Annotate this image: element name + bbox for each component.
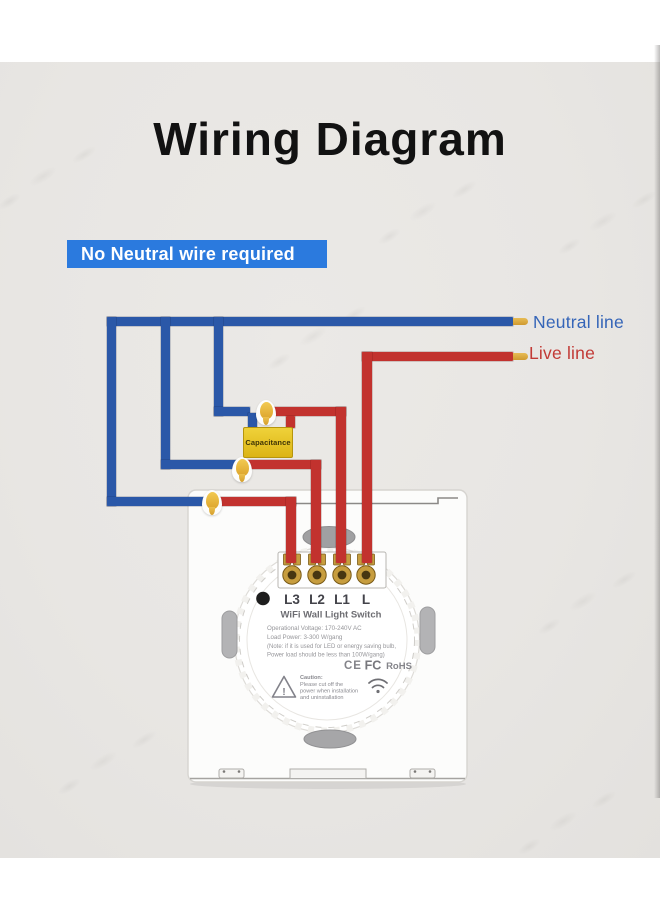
spec-line-note2: Power load should be less than 100W/gang… (267, 653, 385, 659)
neutral-branch3-vertical (107, 317, 116, 506)
neutral-branch1-vertical (214, 317, 223, 416)
spec-line-note1: (Note: if it is used for LED or energy s… (267, 644, 396, 650)
tab-dot (428, 770, 432, 773)
neutral-branch2-vertical (161, 317, 170, 469)
plate-bottom-recess (289, 768, 367, 779)
neutral-branch1-horizontal (214, 407, 250, 416)
spec-line-power: Load Power: 3-300 W/gang (267, 634, 343, 641)
neutral-branch2-horizontal (161, 460, 242, 469)
live-line-label: Live line (529, 343, 596, 363)
capacitor-neutral-stub (248, 413, 257, 428)
caution-line3: and uninstallation (300, 695, 344, 701)
wire-connector-cap (256, 400, 276, 427)
terminal-label-l1: L1 (334, 592, 350, 607)
wifi-icon (368, 678, 388, 694)
spec-line-voltage: Operational Voltage: 170-240V AC (267, 625, 362, 632)
terminal-label-l2: L2 (309, 592, 325, 607)
caution-line1: Please cut off the (300, 682, 343, 688)
load3-vertical-to-L3 (286, 497, 296, 563)
retention-clip-left (221, 610, 238, 659)
mounting-oval-bottom (303, 729, 357, 749)
neutral-bus (107, 317, 513, 326)
watermark-smudge (541, 167, 660, 271)
terminal-label-l: L (362, 592, 370, 607)
load3-horizontal (212, 497, 296, 506)
capacitor-live-stub (286, 416, 295, 428)
wire-connector-cap (202, 490, 222, 517)
no-neutral-banner: No Neutral wire required (67, 240, 327, 268)
tab-dot (237, 770, 241, 773)
live-line-horizontal (362, 352, 513, 361)
neutral-branch3-horizontal (107, 497, 212, 506)
wire-connector-cap (232, 457, 252, 484)
caution-title: Caution: (300, 675, 323, 681)
load1-vertical-to-L1 (336, 407, 346, 563)
plate-bottom-tab (409, 768, 436, 779)
load2-horizontal (242, 460, 321, 469)
terminal-label-l3: L3 (284, 592, 300, 607)
tab-dot (222, 770, 226, 773)
tab-dot (413, 770, 417, 773)
photo-edge-shadow (654, 45, 660, 798)
neutral-wire-tip (513, 318, 528, 325)
plate-bottom-tab (218, 768, 245, 779)
module-rim-notches (232, 545, 422, 735)
watermark-smudge (521, 547, 659, 651)
retention-clip-right (419, 606, 436, 655)
svg-text:!: ! (282, 686, 286, 698)
product-name: WiFi Wall Light Switch (281, 610, 382, 621)
watermark-smudge (501, 767, 639, 871)
page-title: Wiring Diagram (153, 113, 507, 165)
wall-switch-device: L3 L2 L1 L WiFi Wall Light Switch Operat… (187, 489, 468, 789)
live-line-vertical-to-L (362, 352, 372, 563)
rohs-mark: RoHS (386, 661, 412, 672)
warning-triangle-icon: ! (271, 675, 297, 698)
watermark-smudge (361, 157, 499, 261)
caution-line2: power when installation (300, 689, 358, 695)
neutral-line-label: Neutral line (533, 312, 624, 332)
live-wire-tip (513, 353, 528, 360)
load2-vertical-to-L2 (311, 460, 321, 563)
fcc-mark: FC (365, 659, 382, 673)
watermark-smudge (41, 707, 179, 811)
load1-horizontal (266, 407, 346, 416)
module-rim-teeth (239, 552, 415, 728)
capacitance-box: Capacitance (243, 427, 293, 458)
led-dot (256, 591, 270, 606)
ce-mark: CE (344, 660, 362, 672)
